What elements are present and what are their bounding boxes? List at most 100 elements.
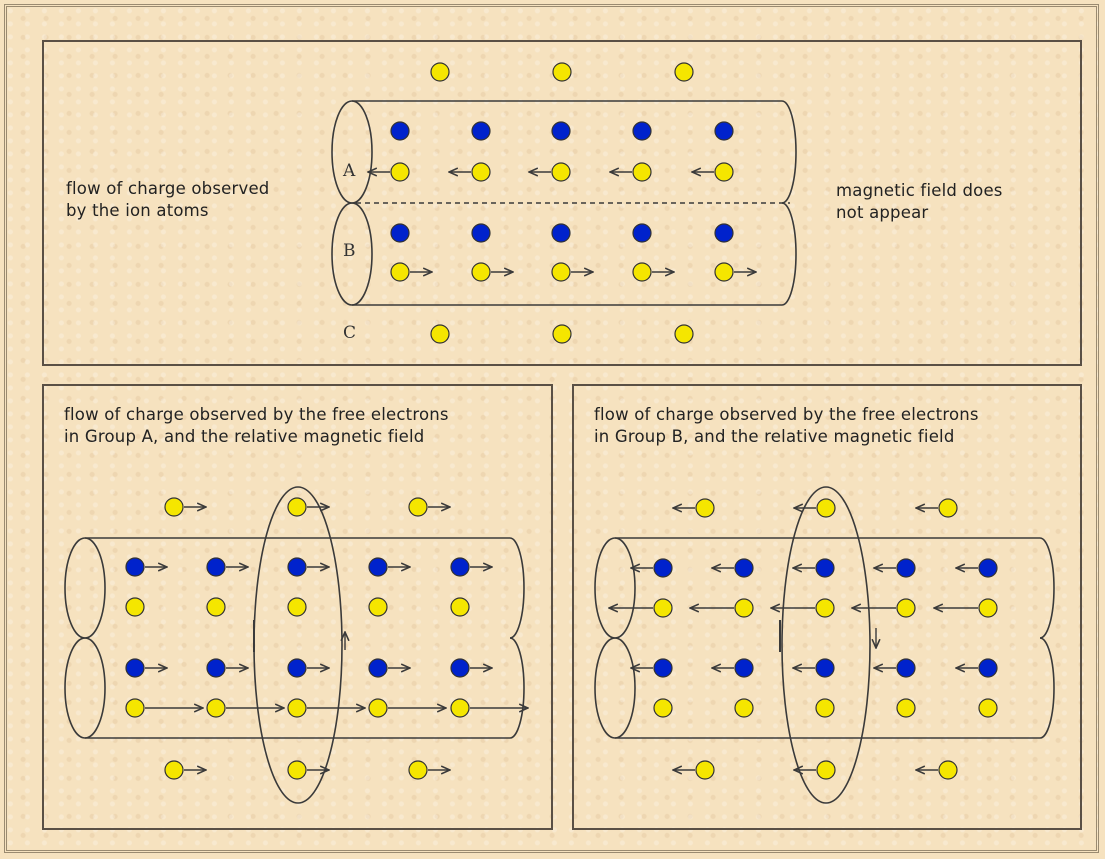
group-b-conductor bbox=[594, 486, 1055, 804]
tube-end-upper bbox=[64, 537, 106, 639]
group-b-caption-line-1: flow of charge observed by the free elec… bbox=[594, 405, 979, 424]
free-electron bbox=[978, 598, 998, 618]
ion-atom bbox=[632, 121, 652, 141]
tube-back-lower bbox=[1039, 637, 1055, 739]
free-electron bbox=[674, 62, 694, 82]
group-label-b: B bbox=[343, 241, 356, 261]
free-electron bbox=[714, 262, 734, 282]
free-electron bbox=[695, 760, 715, 780]
free-electron bbox=[287, 597, 307, 617]
ion-atom bbox=[815, 558, 835, 578]
free-electron bbox=[471, 162, 491, 182]
free-electron bbox=[164, 497, 184, 517]
top-panel bbox=[42, 40, 1082, 366]
ion-atom bbox=[896, 658, 916, 678]
free-electron bbox=[408, 760, 428, 780]
free-electron bbox=[695, 498, 715, 518]
ion-atom bbox=[206, 658, 226, 678]
free-electron bbox=[390, 262, 410, 282]
group-b-panel bbox=[572, 384, 1082, 830]
free-electron bbox=[653, 698, 673, 718]
tube-end-lower bbox=[64, 637, 106, 739]
free-electron bbox=[816, 498, 836, 518]
ion-atom bbox=[125, 658, 145, 678]
free-electron bbox=[815, 598, 835, 618]
ion-flow-caption-line-1: flow of charge observed bbox=[66, 179, 270, 198]
free-electron bbox=[551, 162, 571, 182]
tube-back-upper bbox=[781, 100, 797, 204]
free-electron bbox=[552, 62, 572, 82]
free-electron bbox=[287, 698, 307, 718]
free-electron bbox=[125, 597, 145, 617]
free-electron bbox=[408, 497, 428, 517]
top-conductor bbox=[331, 62, 797, 344]
ion-atom bbox=[551, 121, 571, 141]
free-electron bbox=[632, 162, 652, 182]
free-electron bbox=[896, 598, 916, 618]
ion-atom bbox=[653, 558, 673, 578]
free-electron bbox=[551, 262, 571, 282]
free-electron bbox=[206, 597, 226, 617]
free-electron bbox=[938, 498, 958, 518]
free-electron bbox=[734, 698, 754, 718]
ion-atom bbox=[471, 121, 491, 141]
group-a-caption-line-1: flow of charge observed by the free elec… bbox=[64, 405, 449, 424]
free-electron bbox=[206, 698, 226, 718]
ion-atom bbox=[896, 558, 916, 578]
no-field-caption: magnetic field does not appear bbox=[836, 180, 1003, 224]
magnetic-field-loop bbox=[781, 486, 871, 804]
ion-atom bbox=[734, 658, 754, 678]
free-electron bbox=[978, 698, 998, 718]
tube-back-lower bbox=[509, 637, 525, 739]
free-electron bbox=[430, 324, 450, 344]
ion-atom bbox=[125, 557, 145, 577]
group-a-caption-line-2: in Group A, and the relative magnetic fi… bbox=[64, 427, 425, 446]
group-a-caption: flow of charge observed by the free elec… bbox=[64, 404, 449, 448]
free-electron bbox=[450, 597, 470, 617]
group-label-a: A bbox=[342, 161, 356, 181]
free-electron bbox=[714, 162, 734, 182]
ion-atom bbox=[632, 223, 652, 243]
ion-atom bbox=[978, 558, 998, 578]
group-a-panel bbox=[42, 384, 553, 830]
free-electron bbox=[368, 698, 388, 718]
ion-atom bbox=[815, 658, 835, 678]
free-electron bbox=[390, 162, 410, 182]
free-electron bbox=[164, 760, 184, 780]
tube-end-lower bbox=[594, 637, 636, 739]
free-electron bbox=[471, 262, 491, 282]
no-field-caption-line-2: not appear bbox=[836, 203, 929, 222]
ion-atom bbox=[390, 223, 410, 243]
free-electron bbox=[896, 698, 916, 718]
ion-atom bbox=[551, 223, 571, 243]
tube-end-upper bbox=[331, 100, 373, 204]
free-electron bbox=[632, 262, 652, 282]
tube-back-upper bbox=[509, 537, 525, 639]
free-electron bbox=[815, 698, 835, 718]
free-electron bbox=[938, 760, 958, 780]
ion-flow-caption-line-2: by the ion atoms bbox=[66, 201, 209, 220]
ion-atom bbox=[978, 658, 998, 678]
group-b-caption-line-2: in Group B, and the relative magnetic fi… bbox=[594, 427, 955, 446]
free-electron bbox=[552, 324, 572, 344]
ion-atom bbox=[471, 223, 491, 243]
ion-flow-caption: flow of charge observed by the ion atoms bbox=[66, 178, 269, 222]
free-electron bbox=[450, 698, 470, 718]
tube-end-upper bbox=[594, 537, 636, 639]
free-electron bbox=[287, 497, 307, 517]
magnetic-field-loop bbox=[253, 486, 343, 804]
group-label-c: C bbox=[343, 323, 356, 343]
ion-atom bbox=[287, 557, 307, 577]
ion-atom bbox=[287, 658, 307, 678]
free-electron bbox=[734, 598, 754, 618]
ion-atom bbox=[368, 658, 388, 678]
ion-atom bbox=[714, 223, 734, 243]
ion-atom bbox=[368, 557, 388, 577]
group-a-conductor bbox=[64, 486, 528, 804]
free-electron bbox=[816, 760, 836, 780]
no-field-caption-line-1: magnetic field does bbox=[836, 181, 1003, 200]
free-electron bbox=[430, 62, 450, 82]
free-electron bbox=[287, 760, 307, 780]
ion-atom bbox=[734, 558, 754, 578]
ion-atom bbox=[390, 121, 410, 141]
